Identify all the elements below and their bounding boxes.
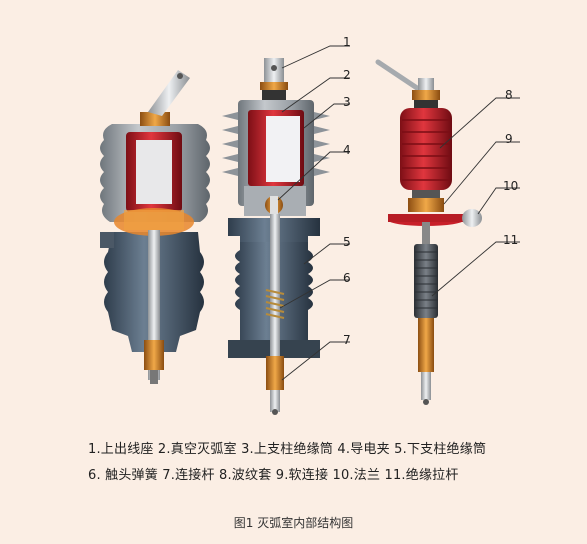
callout-2: 2 — [343, 68, 351, 82]
callout-8: 8 — [505, 88, 513, 102]
callout-7: 7 — [343, 333, 351, 347]
callout-9: 9 — [505, 132, 513, 146]
callout-6: 6 — [343, 271, 351, 285]
arc-chamber-diagram: 1 2 3 4 5 6 7 8 9 10 11 — [100, 35, 520, 415]
leader-lines — [277, 45, 520, 381]
callout-3: 3 — [343, 95, 351, 109]
legend-line-1: 1.上出线座 2.真空灭弧室 3.上支柱绝缘筒 4.导电夹 5.下支柱绝缘筒 — [88, 442, 487, 457]
callout-4: 4 — [343, 143, 351, 157]
right-assembly — [375, 59, 482, 405]
callout-1: 1 — [343, 35, 351, 49]
figure-caption: 图1 灭弧室内部结构图 — [233, 516, 354, 530]
left-assembly — [100, 70, 210, 384]
callout-5: 5 — [343, 235, 351, 249]
middle-assembly — [222, 58, 330, 415]
callout-10: 10 — [503, 179, 518, 193]
callout-11: 11 — [503, 233, 518, 247]
legend-line-2: 6. 触头弹簧 7.连接杆 8.波纹套 9.软连接 10.法兰 11.绝缘拉杆 — [88, 468, 459, 483]
